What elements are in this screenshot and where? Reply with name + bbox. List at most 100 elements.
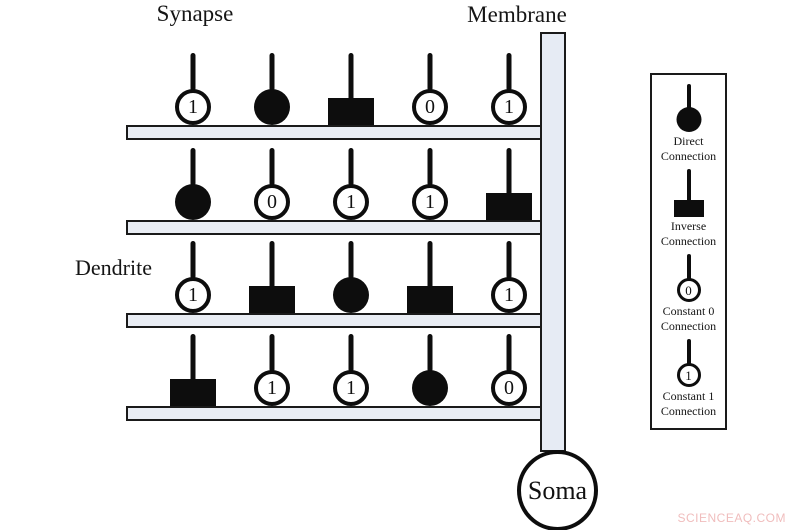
synapse-inverse-head xyxy=(328,98,374,125)
synapse-direct-head xyxy=(254,89,290,125)
synapse-digit: 0 xyxy=(504,377,514,399)
synapse-direct-symbol xyxy=(672,84,706,132)
synapse-stem xyxy=(506,148,512,196)
synapse-const1-head: 1 xyxy=(491,89,527,125)
synapse-digit: 0 xyxy=(685,282,692,298)
synapse-stem xyxy=(190,148,196,186)
watermark-text: SCIENCEAQ.COM xyxy=(677,511,786,525)
membrane-bar xyxy=(540,32,566,452)
dendrite-bar-3 xyxy=(126,313,542,328)
synapse-const1-head: 1 xyxy=(676,363,701,387)
synapse-stem xyxy=(686,84,691,111)
synapse-stem xyxy=(686,254,691,281)
synapse-const1-head: 1 xyxy=(175,89,211,125)
synapse-stem xyxy=(506,334,512,372)
synapse-digit: 1 xyxy=(425,191,435,213)
synapse-digit: 0 xyxy=(267,191,277,213)
synapse-const0-head: 0 xyxy=(412,89,448,125)
dendrite-bar-1 xyxy=(126,125,542,140)
synapse-direct-head xyxy=(175,184,211,220)
synapse-stem xyxy=(348,241,354,279)
synapse-inverse-head xyxy=(249,286,295,313)
synapse-digit: 1 xyxy=(504,284,514,306)
synapse-const0-symbol: 0 xyxy=(244,148,300,220)
synapse-const1-symbol: 1 xyxy=(323,334,379,406)
legend-item-direct: Direct Connection xyxy=(653,84,725,164)
synapse-inverse-symbol xyxy=(402,241,458,313)
legend-item-label: Constant 1 Connection xyxy=(660,389,717,418)
synapse-inverse-symbol xyxy=(672,169,706,217)
synapse-stem xyxy=(427,334,433,372)
synapse-stem xyxy=(686,169,691,202)
legend-item-label: Direct Connection xyxy=(660,134,717,163)
synapse-stem xyxy=(190,241,196,279)
synapse-const1-symbol: 1 xyxy=(323,148,379,220)
synapse-const1-symbol: 1 xyxy=(165,53,221,125)
synapse-inverse-head xyxy=(486,193,532,220)
synapse-direct-head xyxy=(676,107,701,132)
synapse-inverse-symbol xyxy=(244,241,300,313)
synapse-direct-symbol xyxy=(323,241,379,313)
synapse-direct-symbol xyxy=(165,148,221,220)
synapse-stem xyxy=(190,53,196,91)
synapse-inverse-head xyxy=(673,200,704,217)
synapse-digit: 1 xyxy=(188,96,198,118)
synapse-digit: 1 xyxy=(267,377,277,399)
synapse-digit: 0 xyxy=(425,96,435,118)
synapse-stem xyxy=(269,53,275,91)
dendrite-label: Dendrite xyxy=(75,255,152,280)
synapse-stem xyxy=(269,148,275,186)
synapse-stem xyxy=(190,334,196,382)
synapse-const1-head: 1 xyxy=(254,370,290,406)
synapse-const1-head: 1 xyxy=(412,184,448,220)
synapse-const1-head: 1 xyxy=(333,184,369,220)
synapse-inverse-head xyxy=(170,379,216,406)
synapse-stem xyxy=(427,241,433,289)
synapse-stem xyxy=(269,334,275,372)
synapse-inverse-symbol xyxy=(481,148,537,220)
synapse-const1-head: 1 xyxy=(175,277,211,313)
synapse-direct-symbol xyxy=(244,53,300,125)
synapse-digit: 1 xyxy=(685,367,692,383)
soma-node: Soma xyxy=(517,450,598,530)
synapse-const1-symbol: 1 xyxy=(481,241,537,313)
synapse-inverse-head xyxy=(407,286,453,313)
synapse-const1-symbol: 1 xyxy=(481,53,537,125)
synapse-label: Synapse xyxy=(156,1,234,26)
synapse-const0-symbol: 0 xyxy=(672,254,706,302)
membrane-label: Membrane xyxy=(467,2,567,27)
synapse-const1-symbol: 1 xyxy=(165,241,221,313)
synapse-inverse-symbol xyxy=(323,53,379,125)
synapse-const1-symbol: 1 xyxy=(402,148,458,220)
synapse-digit: 1 xyxy=(188,284,198,306)
synapse-const1-symbol: 1 xyxy=(244,334,300,406)
synapse-stem xyxy=(427,53,433,91)
dendrite-bar-2 xyxy=(126,220,542,235)
synapse-const1-head: 1 xyxy=(333,370,369,406)
synapse-const0-head: 0 xyxy=(491,370,527,406)
synapse-stem xyxy=(348,334,354,372)
synapse-direct-symbol xyxy=(402,334,458,406)
synapse-digit: 1 xyxy=(504,96,514,118)
synapse-inverse-symbol xyxy=(165,334,221,406)
synapse-stem xyxy=(506,53,512,91)
synapse-const0-head: 0 xyxy=(254,184,290,220)
synapse-const0-head: 0 xyxy=(676,278,701,302)
dendrite-bar-4 xyxy=(126,406,542,421)
synapse-digit: 1 xyxy=(346,191,356,213)
synapse-const0-symbol: 0 xyxy=(481,334,537,406)
legend-item-label: Constant 0 Connection xyxy=(660,304,717,333)
legend-item-label: Inverse Connection xyxy=(660,219,717,248)
synapse-stem xyxy=(506,241,512,279)
synapse-const0-symbol: 0 xyxy=(402,53,458,125)
synapse-const1-head: 1 xyxy=(491,277,527,313)
legend-item-inverse: Inverse Connection xyxy=(653,169,725,249)
synapse-direct-head xyxy=(412,370,448,406)
synapse-digit: 1 xyxy=(346,377,356,399)
synapse-const1-symbol: 1 xyxy=(672,339,706,387)
synapse-stem xyxy=(269,241,275,289)
synapse-stem xyxy=(686,339,691,366)
